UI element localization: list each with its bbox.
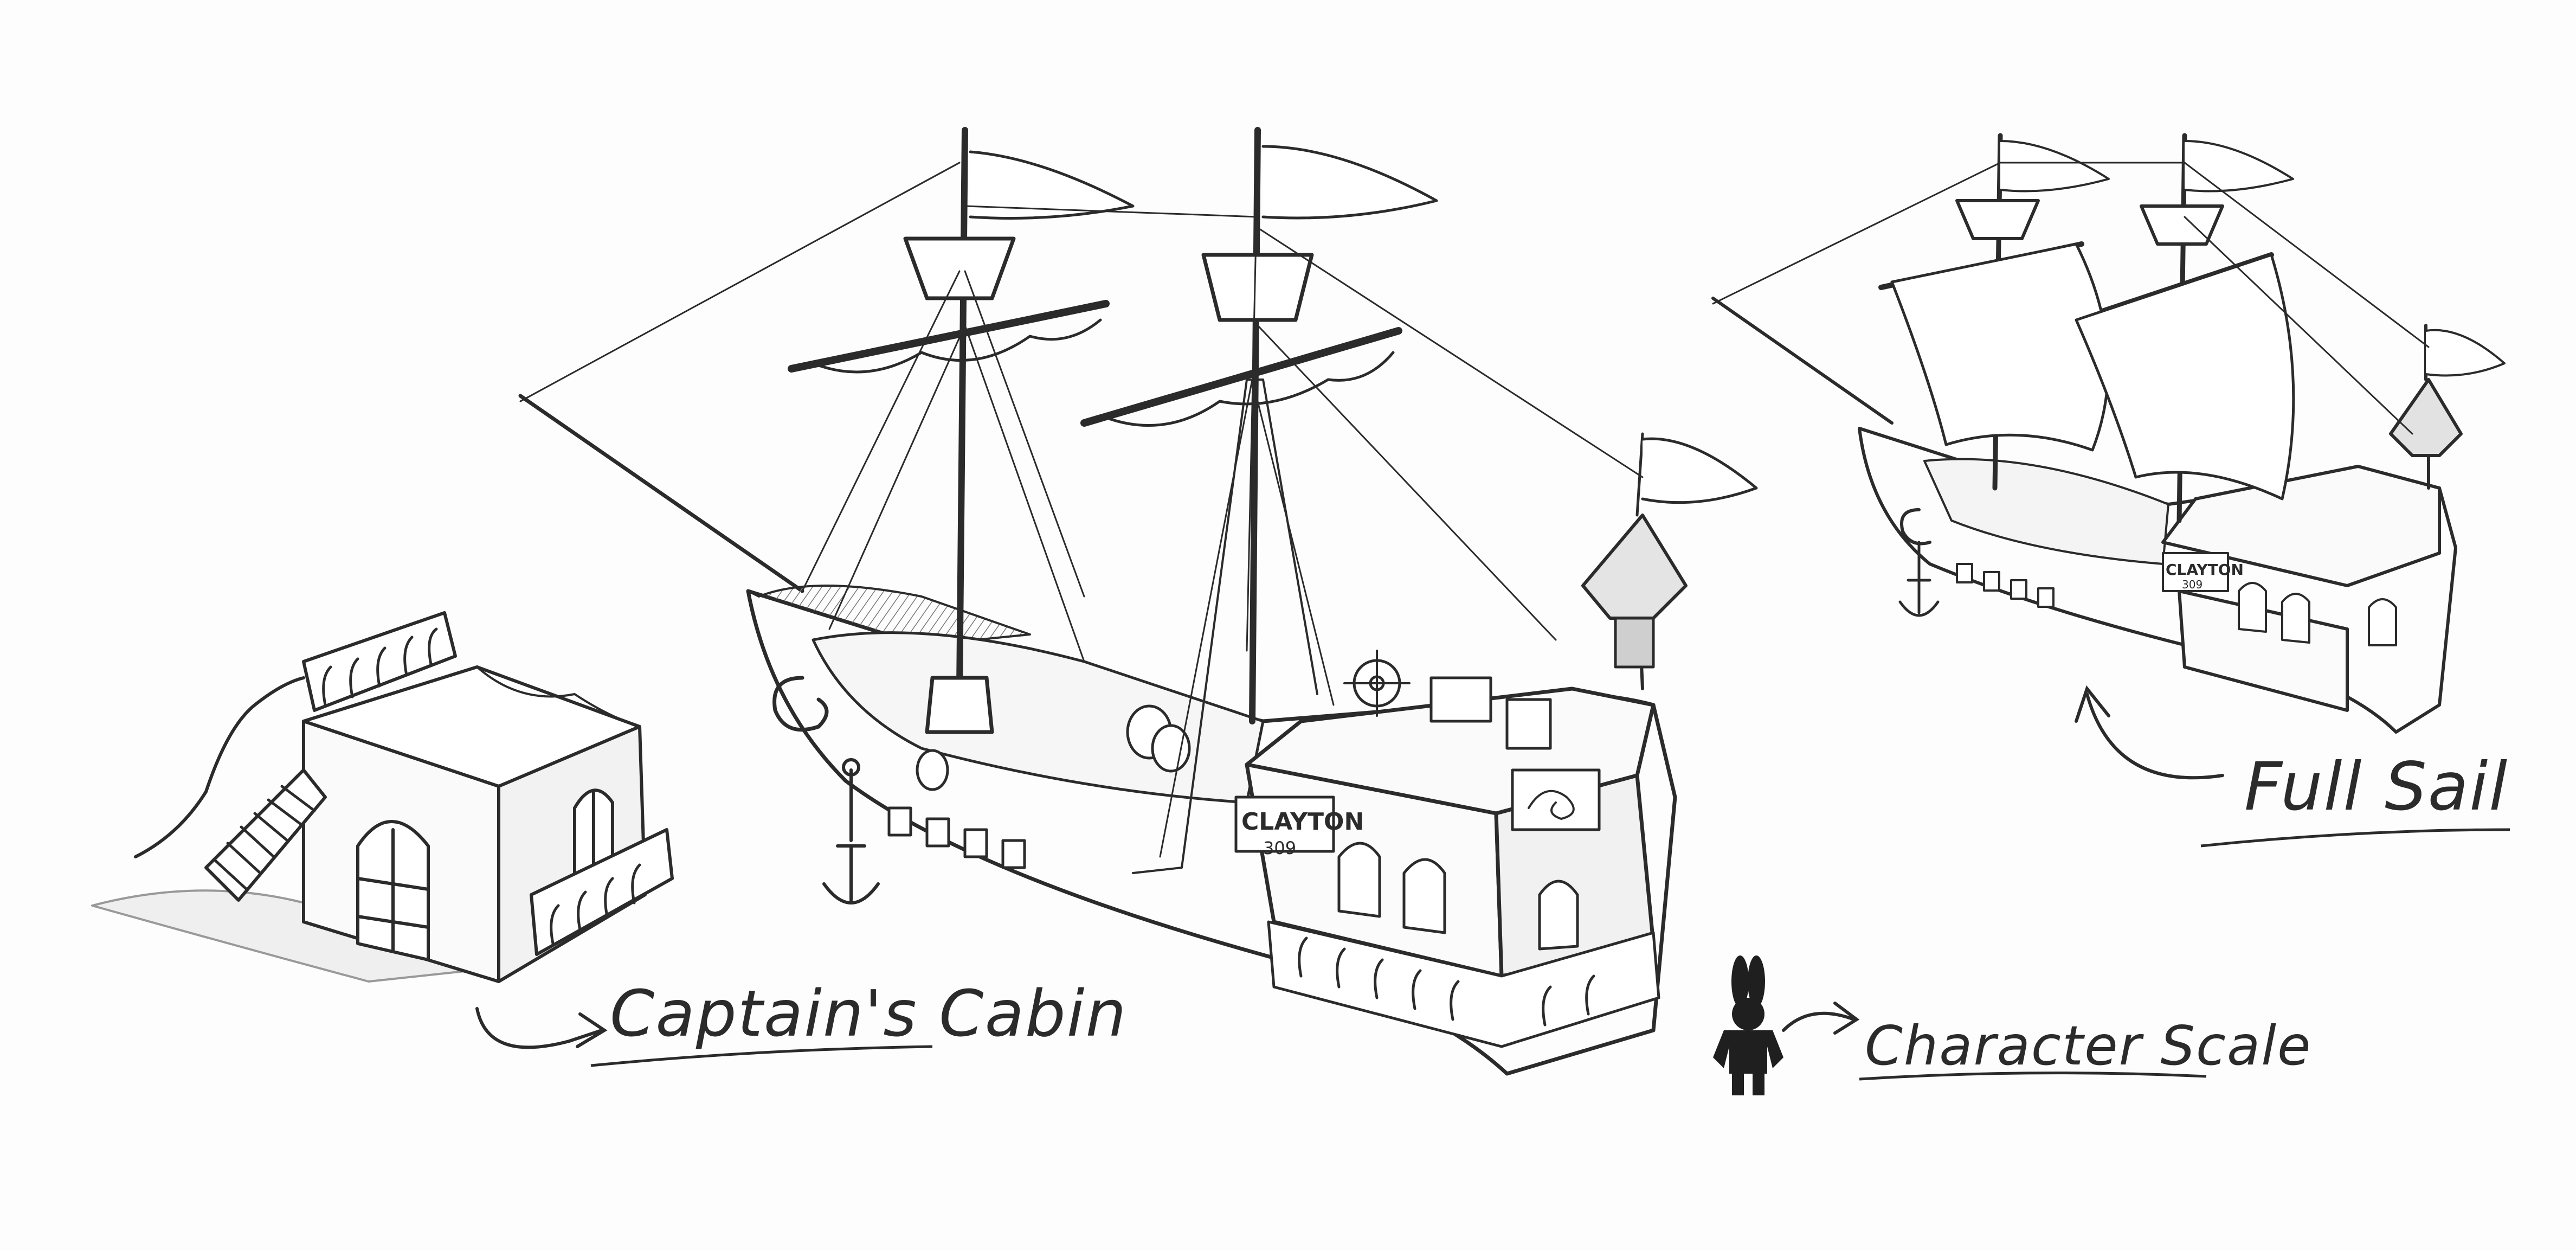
character-scale-label: Character Scale <box>1865 1014 2312 1077</box>
sail-underline <box>2200 828 2510 848</box>
anchor-icon <box>822 758 880 904</box>
ship-name-small: CLAYTON <box>2166 561 2244 579</box>
scale-arrow-icon <box>1782 1002 1860 1035</box>
cabin-arrow-icon <box>475 1007 608 1049</box>
sail-arrow-icon <box>2075 685 2224 780</box>
main-ship-sketch <box>518 127 1758 1076</box>
ship-number-small: 309 <box>2182 578 2203 591</box>
cabin-underline <box>590 1045 933 1067</box>
full-sail-label: Full Sail <box>2244 748 2509 825</box>
full-sail-ship-sketch <box>1711 133 2506 734</box>
scale-underline <box>1859 1072 2207 1081</box>
anchor-small-icon <box>1898 541 1940 617</box>
ship-name-main: CLAYTON <box>1241 808 1364 836</box>
character-silhouette-icon <box>1713 955 1783 1095</box>
captains-cabin-label: Captain's Cabin <box>610 976 1128 1051</box>
ship-number-main: 309 <box>1263 838 1296 858</box>
captains-cabin-sketch <box>91 611 674 983</box>
